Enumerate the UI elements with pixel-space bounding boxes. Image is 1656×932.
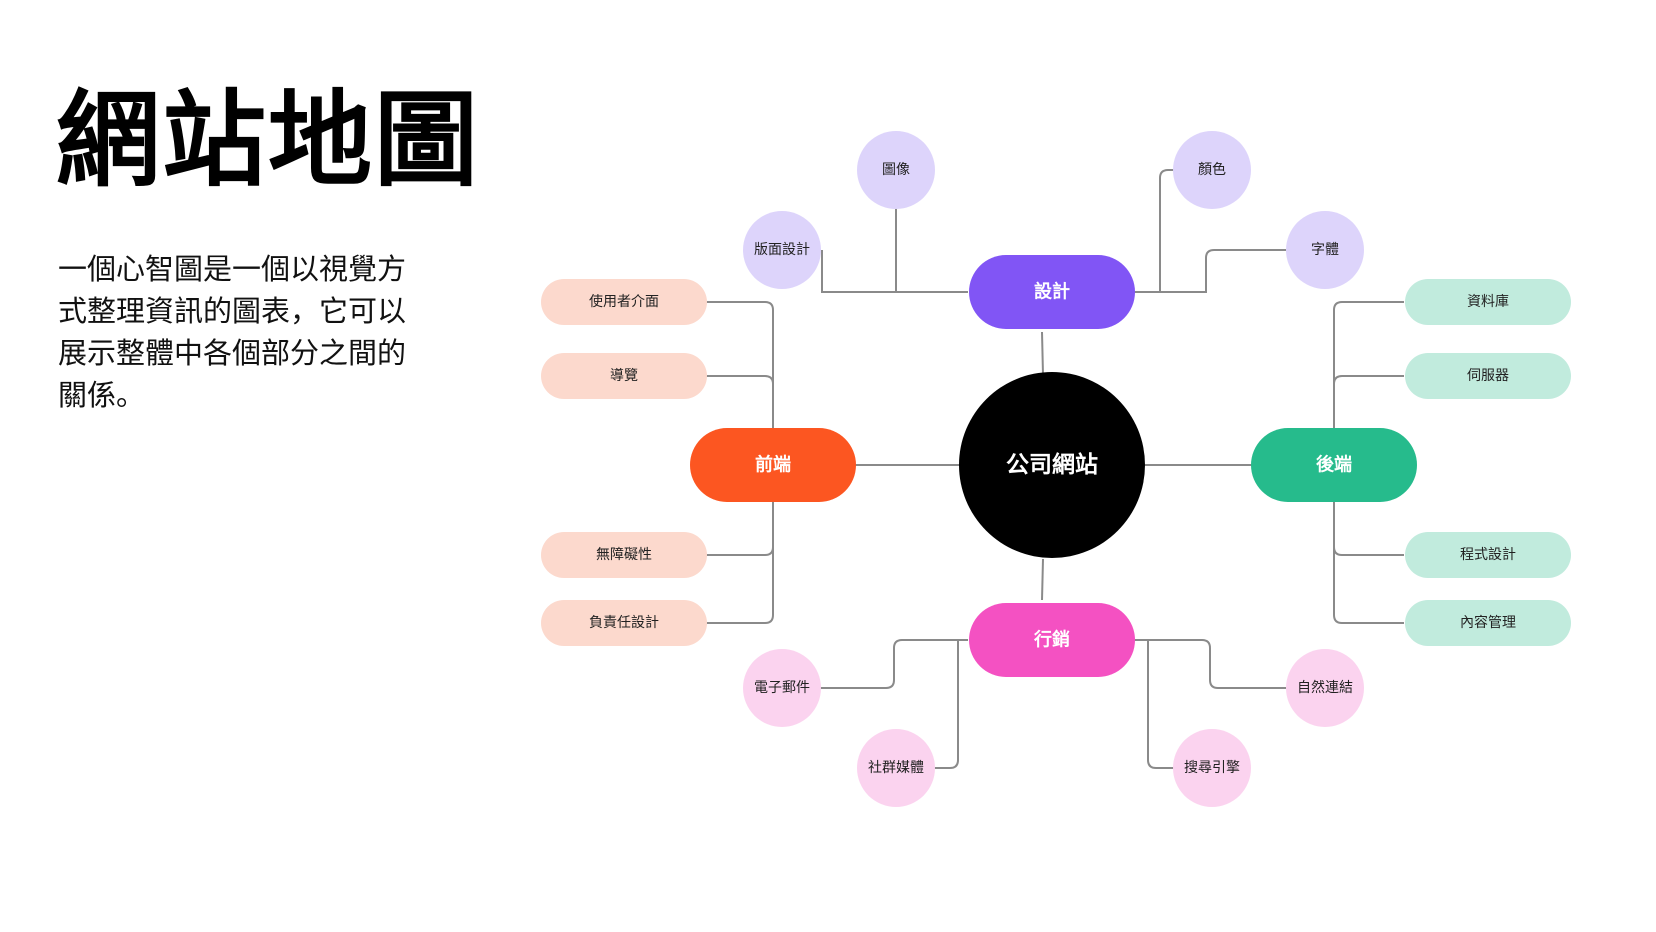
leaf-backend-1[interactable]: 伺服器 [1405, 353, 1571, 399]
leaf-backend-3[interactable]: 內容管理 [1405, 600, 1571, 646]
leaf-marketing-0-shape [743, 649, 821, 727]
leaf-marketing-0[interactable]: 電子郵件 [743, 649, 821, 727]
connector-lines [704, 169, 1404, 769]
connector-line [1333, 375, 1404, 430]
leaf-frontend-1-shape [541, 353, 707, 399]
branch-marketing-shape [969, 603, 1135, 677]
center-node-shape [959, 372, 1145, 558]
leaf-design-2-shape [1173, 131, 1251, 209]
leaf-marketing-1-label: 社群媒體 [868, 760, 924, 776]
leaf-frontend-3-label: 負責任設計 [589, 615, 659, 631]
branch-design-label: 設計 [1034, 281, 1070, 303]
connector-line [1118, 639, 1176, 769]
leaf-design-0-label: 圖像 [882, 162, 910, 178]
connector-line [704, 301, 774, 430]
branch-marketing[interactable]: 行銷 [969, 603, 1135, 677]
leaf-marketing-2-label: 自然連結 [1297, 679, 1353, 696]
connector-line [1041, 331, 1044, 376]
connector-line [1333, 301, 1404, 430]
leaf-design-3[interactable]: 字體 [1286, 211, 1364, 289]
leaf-marketing-1-shape [857, 729, 935, 807]
leaf-frontend-1[interactable]: 導覽 [541, 353, 707, 399]
leaf-frontend-0-label: 使用者介面 [589, 293, 659, 310]
leaf-marketing-1[interactable]: 社群媒體 [857, 729, 935, 807]
leaf-frontend-1-label: 導覽 [610, 368, 638, 384]
branch-design-shape [969, 255, 1135, 329]
leaf-marketing-3-label: 搜尋引擎 [1184, 760, 1240, 776]
leaf-design-1-shape [743, 211, 821, 289]
leaf-backend-1-shape [1405, 353, 1571, 399]
leaf-marketing-3[interactable]: 搜尋引擎 [1173, 729, 1251, 807]
branch-frontend-shape [690, 428, 856, 502]
leaf-frontend-3[interactable]: 負責任設計 [541, 600, 707, 646]
branch-design[interactable]: 設計 [969, 255, 1135, 329]
connector-line [1118, 249, 1286, 293]
branch-marketing-label: 行銷 [1033, 629, 1070, 651]
leaf-design-2[interactable]: 顏色 [1173, 131, 1251, 209]
leaf-backend-1-label: 伺服器 [1467, 368, 1509, 384]
leaf-backend-0-shape [1405, 279, 1571, 325]
branch-backend[interactable]: 後端 [1251, 428, 1417, 502]
center-node-label: 公司網站 [1006, 451, 1098, 478]
branch-frontend-label: 前端 [755, 454, 791, 476]
connector-line [704, 375, 774, 430]
leaf-design-1[interactable]: 版面設計 [743, 211, 821, 289]
connector-line [1118, 639, 1286, 689]
leaf-frontend-2[interactable]: 無障礙性 [541, 532, 707, 578]
page-description: 一個心智圖是一個以視覺方式整理資訊的圖表，它可以展示整體中各個部分之間的關係。 [58, 252, 407, 412]
leaf-design-2-label: 顏色 [1198, 161, 1226, 178]
leaf-marketing-2[interactable]: 自然連結 [1286, 649, 1364, 727]
leaf-backend-0[interactable]: 資料庫 [1405, 279, 1571, 325]
connector-line [704, 502, 774, 624]
branch-backend-label: 後端 [1316, 454, 1352, 476]
leaf-marketing-0-label: 電子郵件 [754, 680, 810, 696]
leaf-frontend-0[interactable]: 使用者介面 [541, 279, 707, 325]
page-title: 網站地圖 [56, 79, 481, 201]
leaf-backend-3-shape [1405, 600, 1571, 646]
leaf-frontend-2-shape [541, 532, 707, 578]
leaf-design-0-shape [857, 131, 935, 209]
leaf-design-1-label: 版面設計 [754, 242, 810, 258]
leaf-marketing-3-shape [1173, 729, 1251, 807]
connector-line [704, 502, 774, 556]
leaf-design-3-label: 字體 [1311, 242, 1339, 258]
leaf-backend-2-label: 程式設計 [1460, 547, 1516, 563]
connector-line [1118, 169, 1176, 293]
connector-line [932, 639, 968, 769]
leaf-backend-2[interactable]: 程式設計 [1405, 532, 1571, 578]
connector-line [1041, 558, 1044, 601]
leaf-backend-2-shape [1405, 532, 1571, 578]
leaf-design-0[interactable]: 圖像 [857, 131, 935, 209]
branch-frontend[interactable]: 前端 [690, 428, 856, 502]
leaf-frontend-3-shape [541, 600, 707, 646]
center-node[interactable]: 公司網站 [959, 372, 1145, 558]
connector-line [1333, 502, 1404, 556]
connector-line [1333, 502, 1404, 624]
leaf-frontend-0-shape [541, 279, 707, 325]
leaf-backend-3-label: 內容管理 [1460, 614, 1516, 631]
branch-backend-shape [1251, 428, 1417, 502]
connector-line [820, 639, 968, 689]
leaf-backend-0-label: 資料庫 [1467, 293, 1509, 310]
connector-line [821, 250, 968, 293]
leaf-design-3-shape [1286, 211, 1364, 289]
leaf-marketing-2-shape [1286, 649, 1364, 727]
leaf-frontend-2-label: 無障礙性 [596, 547, 652, 563]
